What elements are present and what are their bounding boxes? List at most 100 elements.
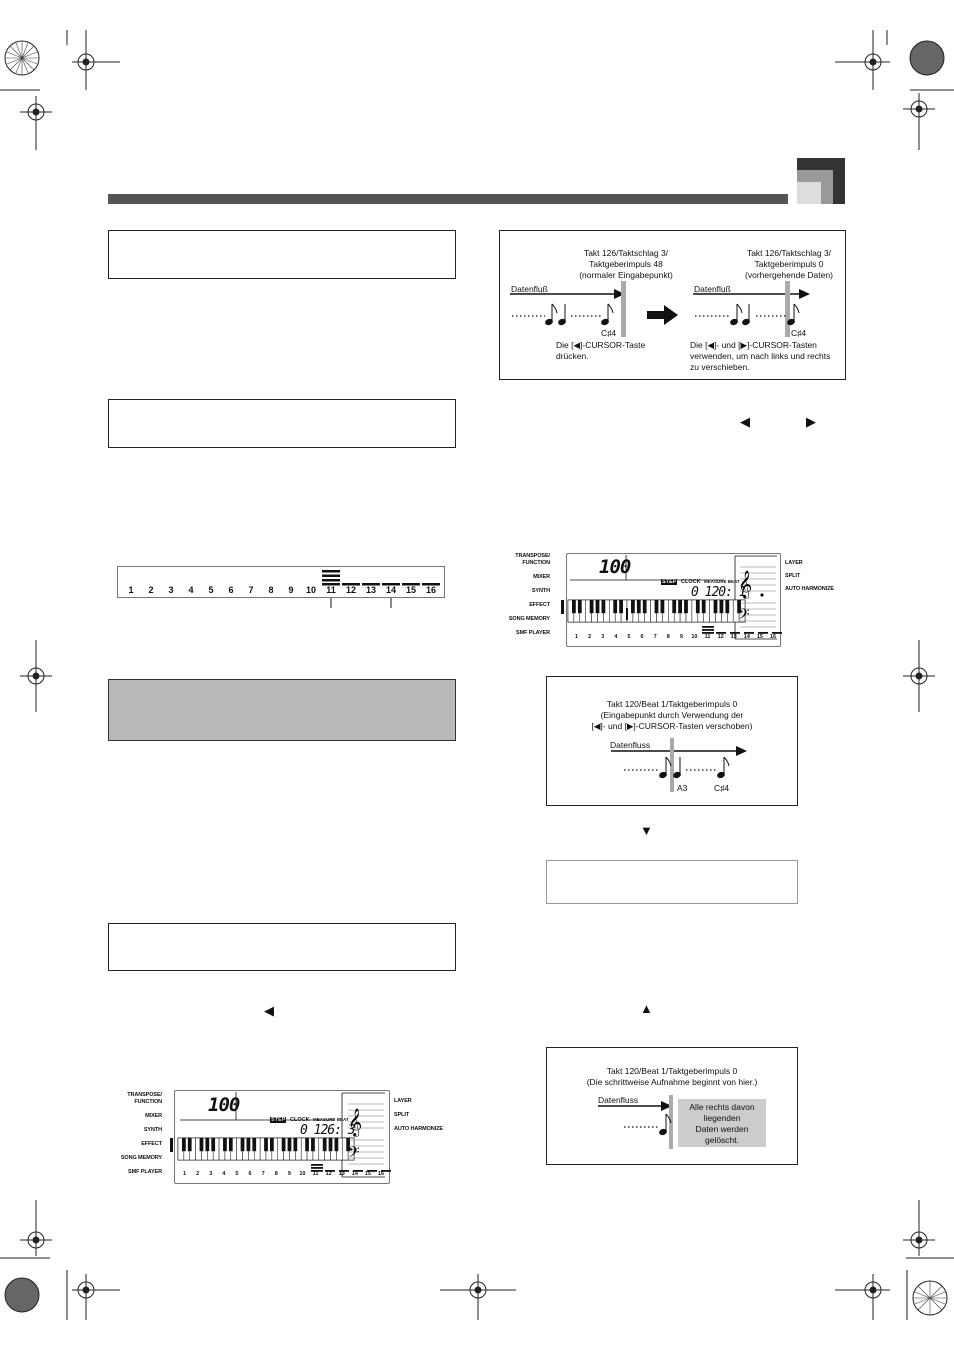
track-number: 15 xyxy=(405,585,416,595)
track-number: 9 xyxy=(679,634,683,640)
track-number: 8 xyxy=(274,1171,278,1177)
track-number: 1 xyxy=(575,634,579,640)
left-arrow-icon: ◀ xyxy=(264,1003,274,1018)
lcd-step-badge: STEP xyxy=(270,1117,287,1123)
lcd-step-badge: STEP xyxy=(661,579,678,585)
track-number: 1 xyxy=(128,585,134,595)
track-number: 6 xyxy=(248,1171,252,1177)
track-number: 6 xyxy=(228,585,234,595)
track-number: 9 xyxy=(288,585,294,595)
track-number: 11 xyxy=(326,585,336,595)
track-number: 4 xyxy=(188,585,194,595)
track-number: 1 xyxy=(183,1171,187,1177)
track-number: 7 xyxy=(248,585,254,595)
lcd-label-smf-player: SMF PLAYER xyxy=(516,630,550,636)
lcd-label-mixer: MIXER xyxy=(533,574,550,580)
track-number: 4 xyxy=(614,634,618,640)
track-number: 14 xyxy=(385,585,396,595)
track-number: 2 xyxy=(196,1171,200,1177)
down-arrow-icon: ▼ xyxy=(640,823,653,838)
cursor-right-icon: ▶ xyxy=(806,414,816,429)
track-number: 14 xyxy=(743,634,750,640)
lcd-display-lower: TRANSPOSE/ FUNCTION MIXER SYNTH EFFECT S… xyxy=(108,1088,453,1186)
diagram-mid-c4: C♯4 xyxy=(714,783,730,793)
diagram-top-flow-right: Datenfluß xyxy=(694,284,731,294)
diagram-mid-flow: Datenfluss xyxy=(610,740,651,750)
step-box-1 xyxy=(108,230,456,279)
track-number: 10 xyxy=(691,634,698,640)
step-box-3 xyxy=(108,923,456,971)
lcd-counter: 0 120: 1 xyxy=(691,585,747,600)
lcd-label-effect: EFFECT xyxy=(529,602,550,608)
lcd-label-layer: LAYER xyxy=(785,560,803,566)
track-number: 5 xyxy=(627,634,631,640)
track-number: 3 xyxy=(601,634,605,640)
track-number: 6 xyxy=(640,634,644,640)
lcd-clock-label: CLOCK xyxy=(681,579,701,585)
diagram-bottom-title: Takt 120/Beat 1/Taktgeberimpuls 0 (Die s… xyxy=(586,1066,758,1087)
lcd-display-upper: TRANSPOSE/ FUNCTION MIXER SYNTH EFFECT S… xyxy=(498,550,843,648)
track-number: 3 xyxy=(168,585,174,595)
lcd-label-layer: LAYER xyxy=(394,1098,412,1104)
diagram-top-right-caption: Die [◀]- und [▶]-CURSOR-Tasten verwenden… xyxy=(690,340,831,372)
header-bar xyxy=(108,194,788,204)
lcd-measure-beat: MEASURE BEAT xyxy=(704,579,740,584)
track-number: 13 xyxy=(338,1171,345,1177)
track-number: 15 xyxy=(364,1171,371,1177)
track-number: 13 xyxy=(365,585,376,595)
track-number: 8 xyxy=(268,585,274,595)
track-number: 10 xyxy=(299,1171,306,1177)
lcd-measure-beat: MEASURE BEAT xyxy=(313,1117,349,1122)
lcd-label-auto-harmonize: AUTO HARMONIZE xyxy=(394,1126,443,1132)
lcd-label-smf-player: SMF PLAYER xyxy=(128,1169,162,1175)
diagram-top-left-caption: Die [◀]-CURSOR-Taste drücken. xyxy=(556,340,646,361)
lcd-frame xyxy=(174,1090,390,1184)
track-number: 3 xyxy=(209,1171,213,1177)
lcd-label-song-memory: SONG MEMORY xyxy=(508,616,550,622)
track-number: 16 xyxy=(769,634,777,640)
track-number: 5 xyxy=(208,585,214,595)
track-number: 15 xyxy=(756,634,763,640)
lcd-label-split: SPLIT xyxy=(785,573,801,579)
step-box-2 xyxy=(108,399,456,448)
lcd-label-song-memory: SONG MEMORY xyxy=(120,1155,162,1161)
diagram-top: Takt 126/Taktschlag 3/ Taktgeberimpuls 4… xyxy=(499,230,846,380)
track-number: 5 xyxy=(235,1171,239,1177)
lcd-label-transpose: TRANSPOSE/ xyxy=(515,553,550,559)
track-number: 10 xyxy=(305,585,316,595)
diagram-mid: Takt 120/Beat 1/Taktgeberimpuls 0 (Einga… xyxy=(546,676,798,806)
track-number: 7 xyxy=(653,634,657,640)
track-number: 7 xyxy=(261,1171,265,1177)
track-number: 16 xyxy=(425,585,436,595)
diagram-bottom-deleted-note: Alle rechts davon liegenden Daten werden… xyxy=(678,1099,766,1147)
cursor-left-icon: ◀ xyxy=(740,414,750,429)
lcd-tempo: 100 xyxy=(208,1094,240,1116)
track-number: 9 xyxy=(287,1171,291,1177)
track-number: 11 xyxy=(704,634,711,640)
lcd-label-function: FUNCTION xyxy=(522,560,550,566)
diagram-top-note-right: C♯4 xyxy=(791,328,807,338)
diagram-bottom-flow: Datenfluss xyxy=(598,1095,639,1105)
up-arrow-icon: ▲ xyxy=(640,1001,653,1016)
lcd-label-auto-harmonize: AUTO HARMONIZE xyxy=(785,586,834,592)
lcd-label-function: FUNCTION xyxy=(134,1099,162,1105)
diagram-top-note-left: C♯4 xyxy=(601,328,617,338)
note-box-gray xyxy=(108,679,456,741)
lcd-label-mixer: MIXER xyxy=(145,1113,162,1119)
lcd-label-effect: EFFECT xyxy=(141,1141,162,1147)
chapter-tab-inner-light xyxy=(797,182,821,204)
track-number: 12 xyxy=(325,1171,332,1177)
diagram-top-left-title: Takt 126/Taktschlag 3/ Taktgeberimpuls 4… xyxy=(579,248,673,280)
diagram-top-flow-left: Datenfluß xyxy=(511,284,548,294)
diagram-bottom: Takt 120/Beat 1/Taktgeberimpuls 0 (Die s… xyxy=(546,1047,798,1165)
track-number: 14 xyxy=(351,1171,358,1177)
step-box-right xyxy=(546,860,798,904)
lcd-counter: 0 126: 3 xyxy=(300,1123,356,1138)
diagram-top-right-title: Takt 126/Taktschlag 3/ Taktgeberimpuls 0… xyxy=(745,248,833,280)
track-number: 12 xyxy=(717,634,724,640)
track-number: 4 xyxy=(222,1171,226,1177)
diagram-mid-title: Takt 120/Beat 1/Taktgeberimpuls 0 (Einga… xyxy=(591,699,753,731)
